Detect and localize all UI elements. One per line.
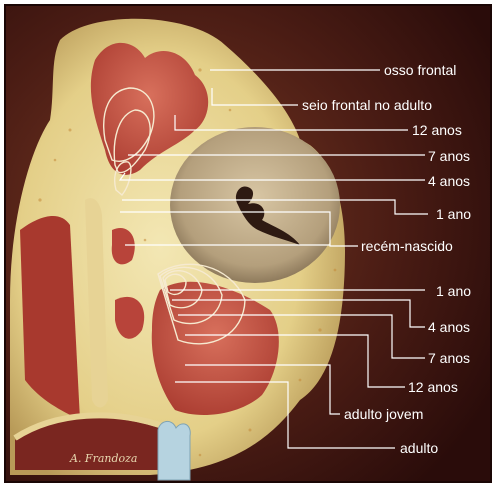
label-adulto: adulto (400, 440, 438, 456)
label-seio-frontal-adulto: seio frontal no adulto (302, 97, 432, 113)
label-maxilar-12-anos: 12 anos (408, 379, 458, 395)
label-frontal-12-anos: 12 anos (412, 122, 462, 138)
artist-signature: A. Frandoza (69, 452, 138, 465)
label-osso-frontal: osso frontal (384, 62, 456, 78)
tooth (158, 421, 190, 480)
label-frontal-4-anos: 4 anos (428, 173, 470, 189)
label-maxilar-4-anos: 4 anos (428, 319, 470, 335)
label-maxilar-1-ano: 1 ano (436, 283, 471, 299)
label-recem-nascido: recém-nascido (361, 238, 453, 254)
label-maxilar-7-anos: 7 anos (428, 350, 470, 366)
turbinate-lower (115, 297, 144, 339)
label-adulto-jovem: adulto jovem (344, 406, 423, 422)
label-frontal-1-ano: 1 ano (436, 206, 471, 222)
label-frontal-7-anos: 7 anos (428, 148, 470, 164)
